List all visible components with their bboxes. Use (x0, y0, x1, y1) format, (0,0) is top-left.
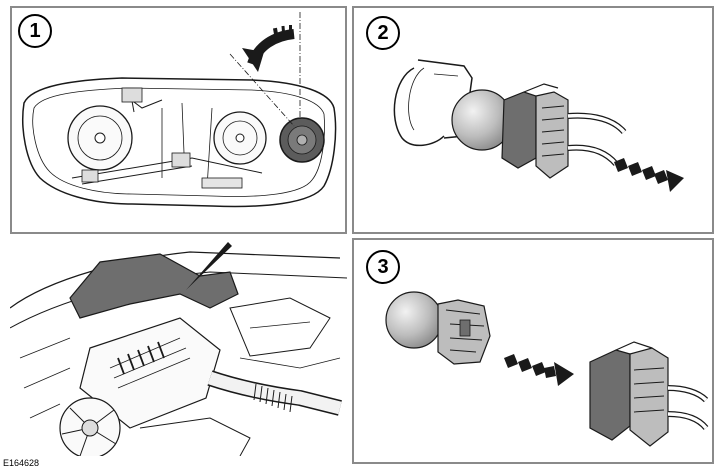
step-2-badge: 2 (366, 16, 400, 50)
step-1-panel: 1 (10, 6, 347, 234)
bulb-connector (501, 83, 627, 179)
bulb-glass-removed (385, 291, 443, 349)
rotate-counterclockwise-arrow-icon (242, 25, 295, 72)
connector-socket (589, 341, 709, 447)
extract-direction-arrow-icon (504, 354, 574, 386)
headlamp-illustration (22, 12, 337, 208)
bulb-connector-disconnect-illustration (393, 59, 684, 192)
bulb-extraction-illustration (385, 291, 709, 447)
pull-direction-arrow-icon (614, 158, 684, 192)
step-1-badge: 1 (18, 14, 52, 48)
engine-bay-panel (10, 238, 347, 456)
step-3-panel: 3 (352, 238, 714, 464)
air-intake-duct-highlighted (69, 253, 239, 319)
engine-bay-illustration (10, 242, 347, 456)
bulb-base (437, 299, 491, 365)
air-filter-box (79, 317, 221, 429)
step-2-panel: 2 (352, 6, 714, 234)
step-3-badge: 3 (366, 250, 400, 284)
figure-reference-code: E164628 (3, 458, 40, 468)
